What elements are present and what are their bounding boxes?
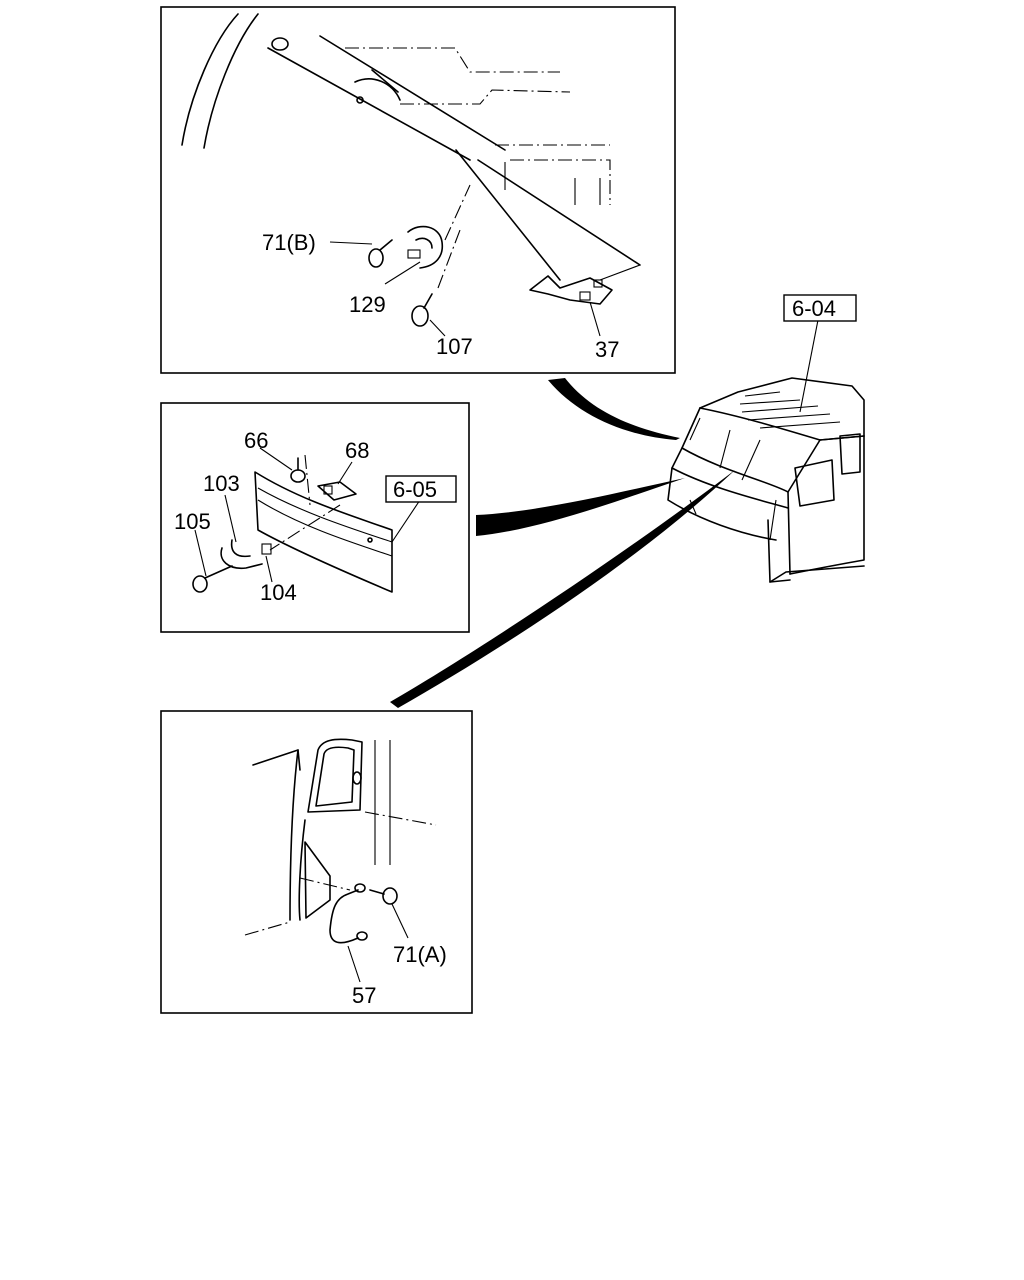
callout-66: 66 <box>244 428 268 453</box>
bolt-105-icon <box>192 565 233 593</box>
callout-71b: 71(B) <box>262 230 316 255</box>
detail-panel-front-panel: 6-05 66 68 103 105 104 <box>160 402 470 633</box>
detail-panel-windshield-pillar: 71(B) 129 107 37 <box>160 6 676 374</box>
connector-wedge-bottom <box>390 470 735 708</box>
callout-57: 57 <box>352 983 376 1008</box>
callout-68: 68 <box>345 438 369 463</box>
callout-37: 37 <box>595 337 619 362</box>
bolt-71b-icon <box>368 239 393 268</box>
callout-103: 103 <box>203 471 240 496</box>
detail-panel-rear-pillar: 71(A) 57 <box>160 710 473 1014</box>
screw-66-icon <box>290 457 306 483</box>
callout-107: 107 <box>436 334 473 359</box>
cab-overview: 6-04 <box>667 294 865 583</box>
screw-107-icon <box>411 293 433 327</box>
ref-label-6-05: 6-05 <box>393 477 437 502</box>
bolt-71a-icon <box>369 887 398 905</box>
callout-129: 129 <box>349 292 386 317</box>
connector-wedge-middle <box>476 478 685 536</box>
callout-105: 105 <box>174 509 211 534</box>
callout-104: 104 <box>260 580 297 605</box>
ref-label-6-04: 6-04 <box>792 296 836 321</box>
connector-wedge-top <box>548 378 680 440</box>
callout-71a: 71(A) <box>393 942 447 967</box>
